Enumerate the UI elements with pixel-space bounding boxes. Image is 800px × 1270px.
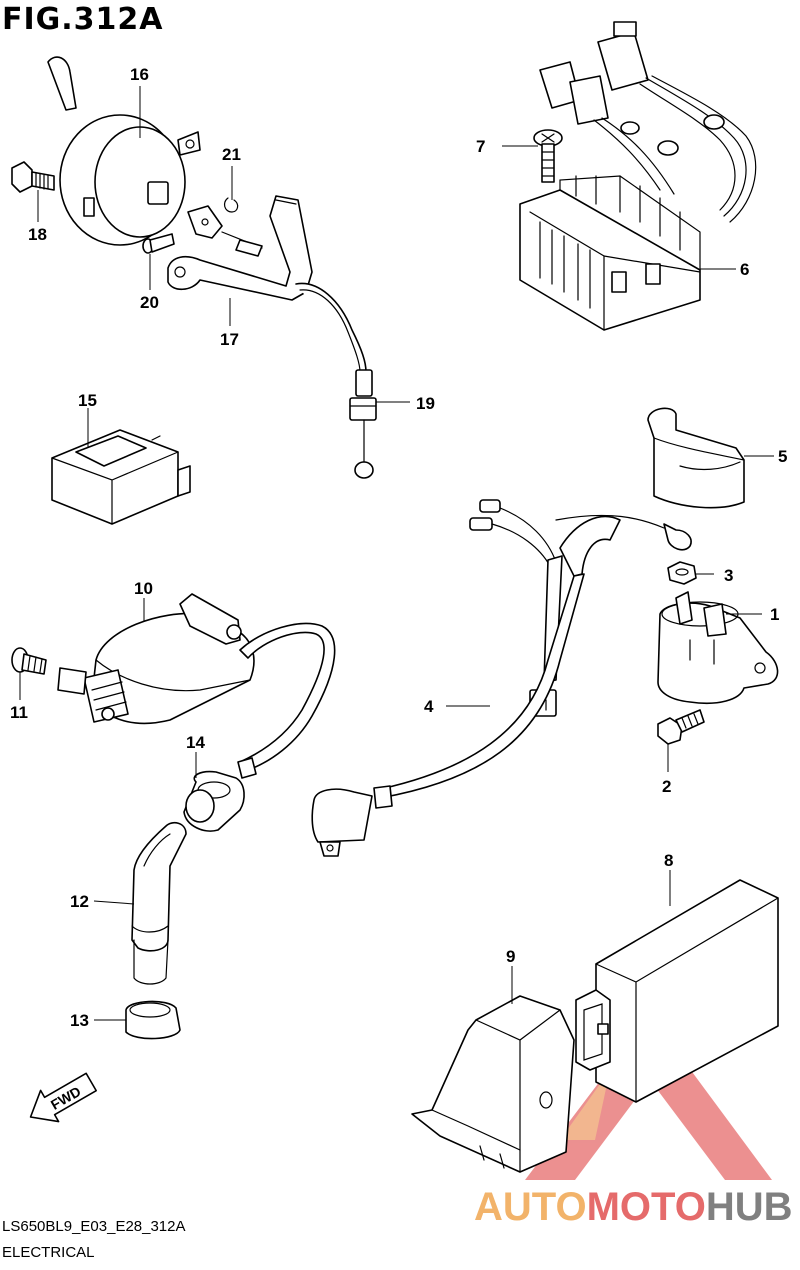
nut-part-3 <box>667 561 697 585</box>
callout-6: 6 <box>740 260 749 279</box>
screw-part-7 <box>533 129 563 183</box>
callout-3: 3 <box>724 566 733 585</box>
model-code: LS650BL9_E03_E28_312A <box>2 1218 186 1235</box>
regulator-part-6 <box>519 21 757 331</box>
callout-14: 14 <box>186 733 205 752</box>
horn-part-16 <box>47 56 201 246</box>
watermark-logo <box>525 1015 772 1180</box>
callout-10: 10 <box>134 579 153 598</box>
starter-relay-part-1 <box>657 591 779 704</box>
callout-21: 21 <box>222 145 241 164</box>
brand-part-2: MOTO <box>586 1185 706 1229</box>
brand-part-1: AUTO <box>474 1185 587 1229</box>
callout-12: 12 <box>70 892 89 911</box>
callout-19: 19 <box>416 394 435 413</box>
brand-part-3: HUB <box>705 1185 793 1229</box>
callout-1: 1 <box>770 605 779 624</box>
cable-part-19 <box>295 282 377 479</box>
callout-11: 11 <box>10 703 28 722</box>
leader-lines <box>19 86 774 1021</box>
callout-7: 7 <box>476 137 485 156</box>
callout-4: 4 <box>424 697 434 716</box>
callout-16: 16 <box>130 65 149 84</box>
screw-part-20 <box>142 233 175 254</box>
callout-18: 18 <box>28 225 47 244</box>
callout-8: 8 <box>664 851 673 870</box>
cap-part-5 <box>647 407 745 509</box>
screw-part-11 <box>11 647 47 675</box>
plug-cap-part-12 <box>131 821 187 985</box>
section-name: ELECTRICAL <box>2 1244 95 1261</box>
callout-5: 5 <box>778 447 787 466</box>
callout-17: 17 <box>220 330 239 349</box>
watermark-brand: AUTOMOTOHUB <box>474 1185 793 1230</box>
relay-part-15 <box>51 429 191 525</box>
callout-9: 9 <box>506 947 515 966</box>
callout-2: 2 <box>662 777 671 796</box>
callout-15: 15 <box>78 391 97 410</box>
callout-13: 13 <box>70 1011 89 1030</box>
bracket-part-17 <box>167 195 313 301</box>
clip-part-21 <box>223 197 239 213</box>
harness-part-4 <box>311 499 692 857</box>
ignition-coil-part-10 <box>57 593 336 779</box>
control-unit-part-8 <box>575 879 779 1103</box>
bolt-part-18 <box>11 161 55 193</box>
figure-title: FIG.312A <box>2 2 164 37</box>
bolt-part-2 <box>657 709 705 745</box>
callout-20: 20 <box>140 293 159 312</box>
fwd-arrow-icon: FWD <box>29 1072 97 1123</box>
boot-part-14 <box>183 770 245 832</box>
holder-part-9 <box>411 995 575 1173</box>
cap-part-13 <box>125 1000 181 1040</box>
